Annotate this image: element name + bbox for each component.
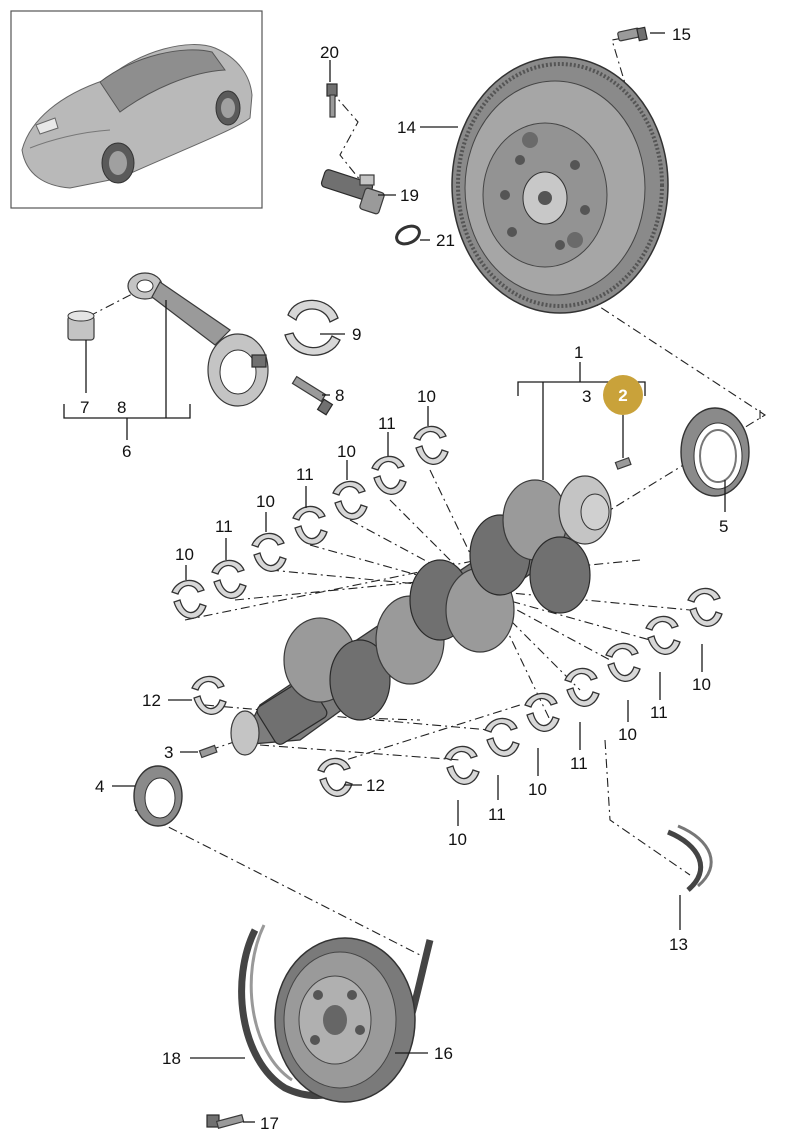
callout-10-u1: 10 [175,545,194,564]
dowel-pin-lower [198,744,218,759]
front-seal [133,765,183,827]
callout-5: 5 [719,517,728,536]
callout-10-u4: 10 [417,387,436,406]
callout-10-l2: 10 [528,780,547,799]
callout-3-lower: 3 [164,743,173,762]
vibration-damper-image [274,937,416,1103]
callout-2-highlight[interactable]: 2 [603,375,643,415]
vehicle-thumbnail [10,10,263,209]
o-ring [395,224,421,246]
flywheel [451,56,669,314]
rod-bolt [291,375,334,416]
callout-21: 21 [436,231,455,250]
callout-8: 8 [117,398,126,417]
callout-10-l4: 10 [692,675,711,694]
callout-13: 13 [669,935,688,954]
main-bearing-shells-upper [171,425,449,619]
flywheel-bolt [617,26,648,42]
callout-11-l3: 11 [650,703,668,722]
main-bearing-shells-lower [444,587,723,785]
callout-20: 20 [320,43,339,62]
vibration-damper [274,937,416,1103]
callout-1: 1 [574,343,583,362]
callout-18: 18 [162,1049,181,1068]
callout-19: 19 [400,186,419,205]
callout-10-u2: 10 [256,492,275,511]
big-end-bearing-shell [284,299,341,356]
flywheel-image [451,56,669,314]
crankshaft-image [230,475,612,756]
callout-17: 17 [260,1114,279,1133]
callout-14: 14 [397,118,416,137]
callout-10-u3: 10 [337,442,356,461]
callout-3-upper: 3 [582,387,591,406]
callout-11-u1: 11 [215,517,233,536]
connecting-rod [127,272,269,407]
sports-car-image [21,44,253,189]
thrust-washers [667,824,713,892]
damper-bolt [206,1114,245,1129]
sensor-bolt [326,83,338,118]
callout-6: 6 [122,442,131,461]
callout-2: 2 [618,386,627,405]
leader-lines [63,32,726,1123]
highlight-badge[interactable] [603,375,643,415]
rear-seal [680,407,750,497]
thrust-bearing-shells [191,675,353,797]
small-end-bushing [67,310,95,341]
callout-11-l2: 11 [570,754,588,773]
callout-11-u2: 11 [296,465,314,484]
callout-8-rod-bolt: 8 [335,386,344,405]
callout-11-u3: 11 [378,414,396,433]
dowel-pin-upper [614,457,632,470]
callout-7: 7 [80,398,89,417]
callout-16: 16 [434,1044,453,1063]
callout-10-l1: 10 [448,830,467,849]
callout-9: 9 [352,325,361,344]
callout-15: 15 [672,25,691,44]
callout-11-l1: 11 [488,805,506,824]
connecting-rod-image [127,272,269,407]
callout-4: 4 [95,777,104,796]
callout-12-lower: 12 [366,776,385,795]
callout-labels: 20 15 14 19 21 9 8 7 8 6 1 3 2 5 10 11 1… [80,25,728,1133]
callout-12-upper: 12 [142,691,161,710]
callout-10-l3: 10 [618,725,637,744]
speed-sensor [320,169,385,215]
crankshaft [230,475,612,756]
